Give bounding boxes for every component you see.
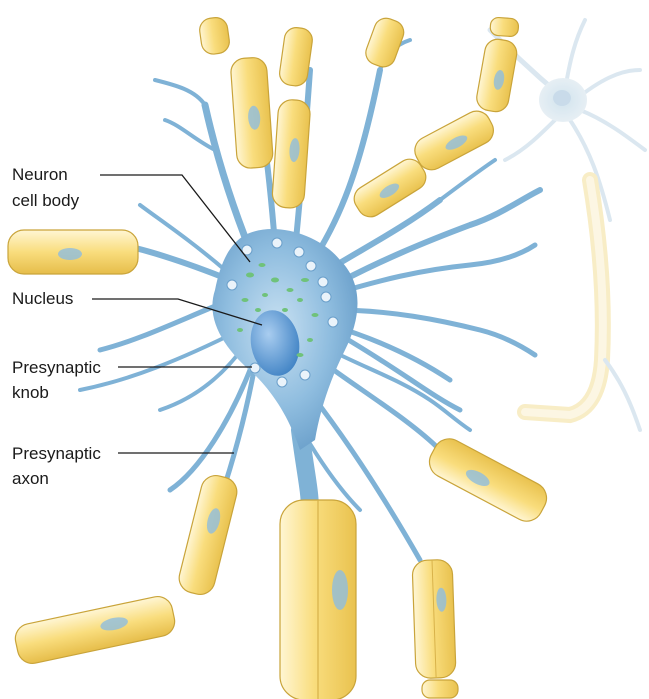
label-knob-line2: knob: [12, 383, 49, 402]
label-cell-body-line2: cell body: [12, 191, 80, 210]
label-cell-body-line1: Neuron: [12, 165, 68, 184]
label-axon-line1: Presynaptic: [12, 444, 101, 463]
label-knob-line1: Presynaptic: [12, 358, 101, 377]
label-axon-line2: axon: [12, 469, 49, 488]
label-nucleus-text: Nucleus: [12, 289, 73, 308]
background-neuron: [490, 20, 645, 430]
label-presynaptic-axon: Presynaptic axon: [12, 444, 234, 488]
